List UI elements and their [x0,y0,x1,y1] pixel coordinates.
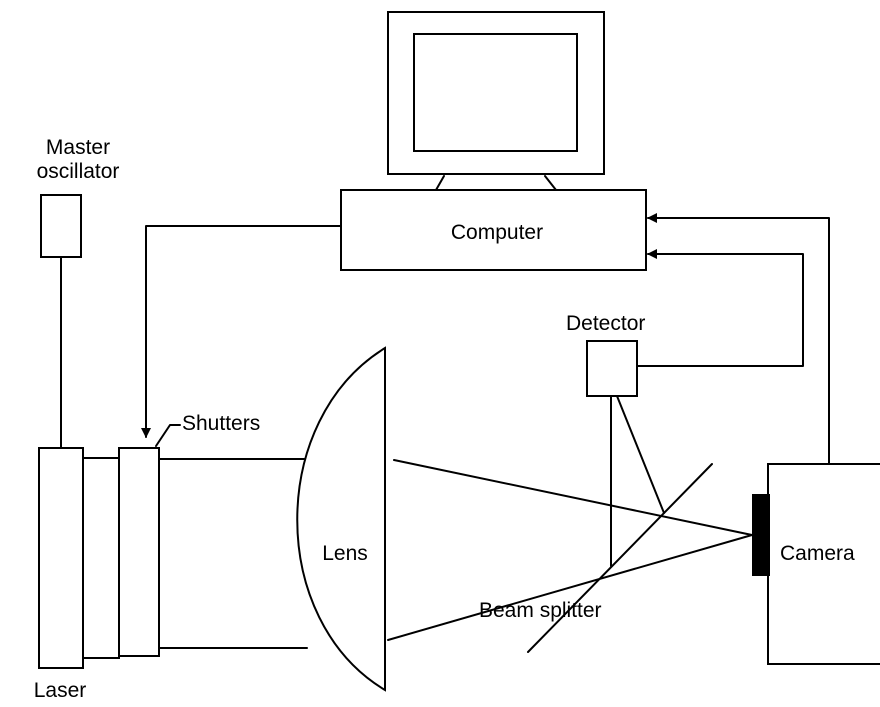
laser-array: Laser array [34,447,120,707]
laser-shutter-gap [82,457,120,659]
beam-converging-top [393,459,753,536]
monitor [387,11,605,191]
master-oscillator-label-line1: Master [46,136,110,159]
detector-to-computer-arrow [636,249,804,367]
laser-array-label-line1: Laser [34,679,87,702]
camera-to-computer-arrow [647,213,830,465]
shutters-box [118,447,160,657]
lens-shape [296,346,386,692]
laser-array-label-line2: array [36,703,84,707]
camera: Camera [647,213,880,665]
shutters-label: Shutters [182,412,260,435]
beam-converging-bottom [387,534,753,641]
camera-lens-aperture [752,494,770,576]
computer-box [340,189,647,271]
shutters: Shutters [118,412,260,657]
computer-to-shutters-arrow [141,225,342,438]
lens-label: Lens [322,542,368,565]
camera-label: Camera [780,542,855,565]
monitor-screen [413,33,578,152]
master-oscillator: Master oscillator [37,136,120,449]
computer-label: Computer [451,221,543,244]
computer: Computer [340,189,647,271]
shutters-leader-line [155,424,181,447]
camera-body [767,463,880,665]
laser-array-box [38,447,84,669]
monitor-stand [435,175,557,191]
master-oscillator-box [40,194,82,258]
detector-box [586,340,638,397]
master-oscillator-label-line2: oscillator [37,160,120,183]
detector: Detector [566,249,804,567]
detector-label: Detector [566,312,645,335]
beam-splitter [527,463,713,653]
detector-path-upper [616,395,665,514]
beam-splitter-label: Beam splitter [479,599,602,622]
lens: Lens [296,346,386,692]
